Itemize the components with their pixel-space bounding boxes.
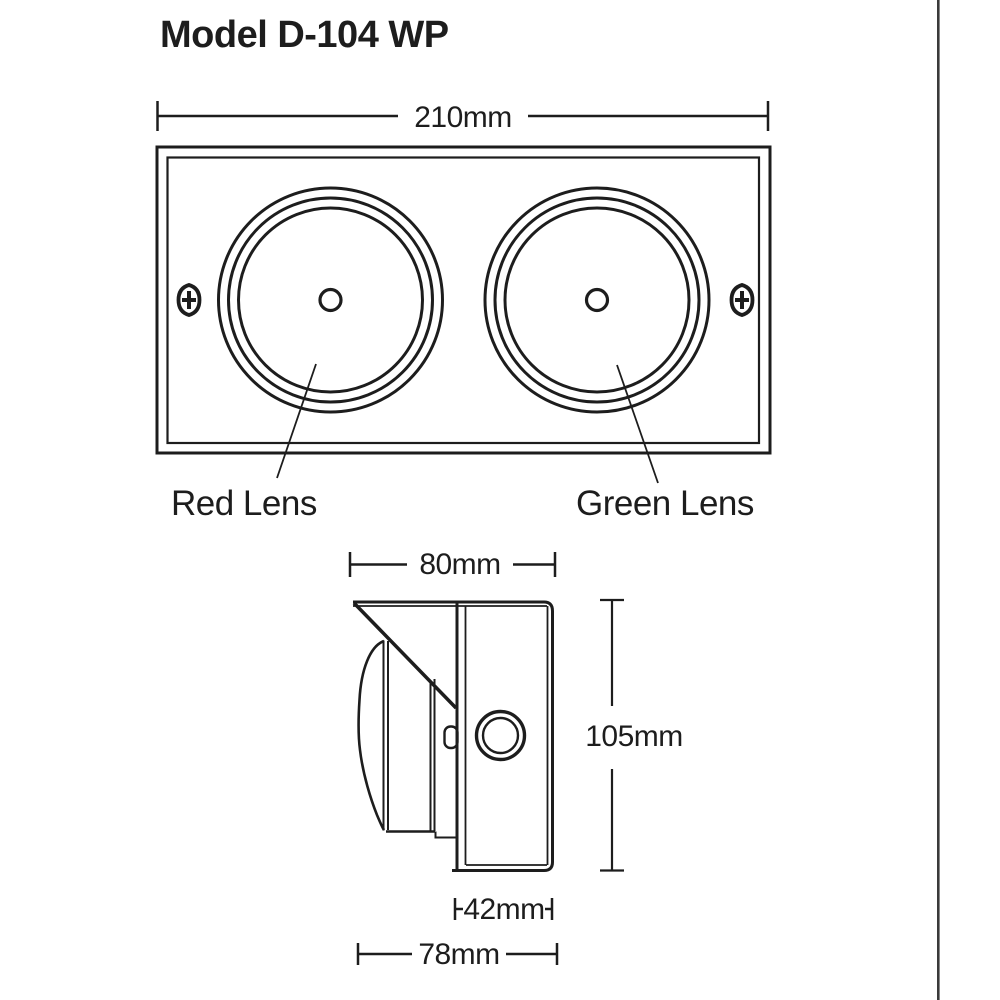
front-width-dimension: 210mm bbox=[156, 101, 770, 134]
dimension-label: 80mm bbox=[419, 548, 500, 581]
hood-visor-edge bbox=[352, 601, 458, 710]
dome-bottom-step bbox=[434, 831, 457, 839]
side-top-width-dimension: 80mm bbox=[348, 548, 557, 581]
dimension-label: 105mm bbox=[585, 720, 683, 753]
green-lens-label: Green Lens bbox=[576, 484, 754, 523]
body-outer-outline bbox=[353, 600, 554, 872]
faceplate-inner-edge bbox=[166, 156, 761, 445]
lens-middle-ring bbox=[227, 196, 434, 404]
knob-inner-ring bbox=[481, 716, 520, 755]
dimension-label: 78mm bbox=[418, 938, 499, 971]
enclosure-body bbox=[353, 600, 554, 872]
green-lens bbox=[483, 186, 711, 414]
lens-dome-profile bbox=[357, 639, 457, 839]
phillips-screw-icon bbox=[176, 283, 202, 317]
side-view: 80mm bbox=[348, 548, 683, 971]
red-lens bbox=[217, 186, 444, 414]
front-view: 210mm bbox=[155, 101, 772, 523]
phillips-screw-icon bbox=[729, 283, 755, 317]
total-depth-dimension: 78mm bbox=[356, 938, 559, 971]
side-height-dimension: 105mm bbox=[585, 598, 683, 872]
body-depth-dimension: 42mm bbox=[453, 893, 554, 926]
lens-center-hole bbox=[318, 287, 343, 313]
dimension-label: 42mm bbox=[463, 893, 544, 926]
dome-curve bbox=[357, 639, 386, 831]
faceplate-outer-edge bbox=[155, 145, 772, 455]
green-lens-leader-line bbox=[616, 364, 659, 484]
lens-center-hole bbox=[584, 287, 610, 313]
lens-inner-ring bbox=[503, 206, 691, 394]
lens-inner-ring bbox=[237, 206, 424, 394]
red-lens-leader-line bbox=[276, 363, 317, 479]
red-lens-label: Red Lens bbox=[171, 484, 317, 523]
knob-circle bbox=[474, 709, 527, 762]
page-edge-divider bbox=[937, 0, 940, 1000]
dimension-label: 210mm bbox=[414, 101, 512, 134]
knob-outer-ring bbox=[474, 709, 527, 762]
lens-middle-ring bbox=[493, 196, 701, 404]
lens-outer-ring bbox=[483, 186, 711, 414]
lens-outer-ring bbox=[217, 186, 444, 414]
page-title: Model D-104 WP bbox=[160, 14, 449, 56]
